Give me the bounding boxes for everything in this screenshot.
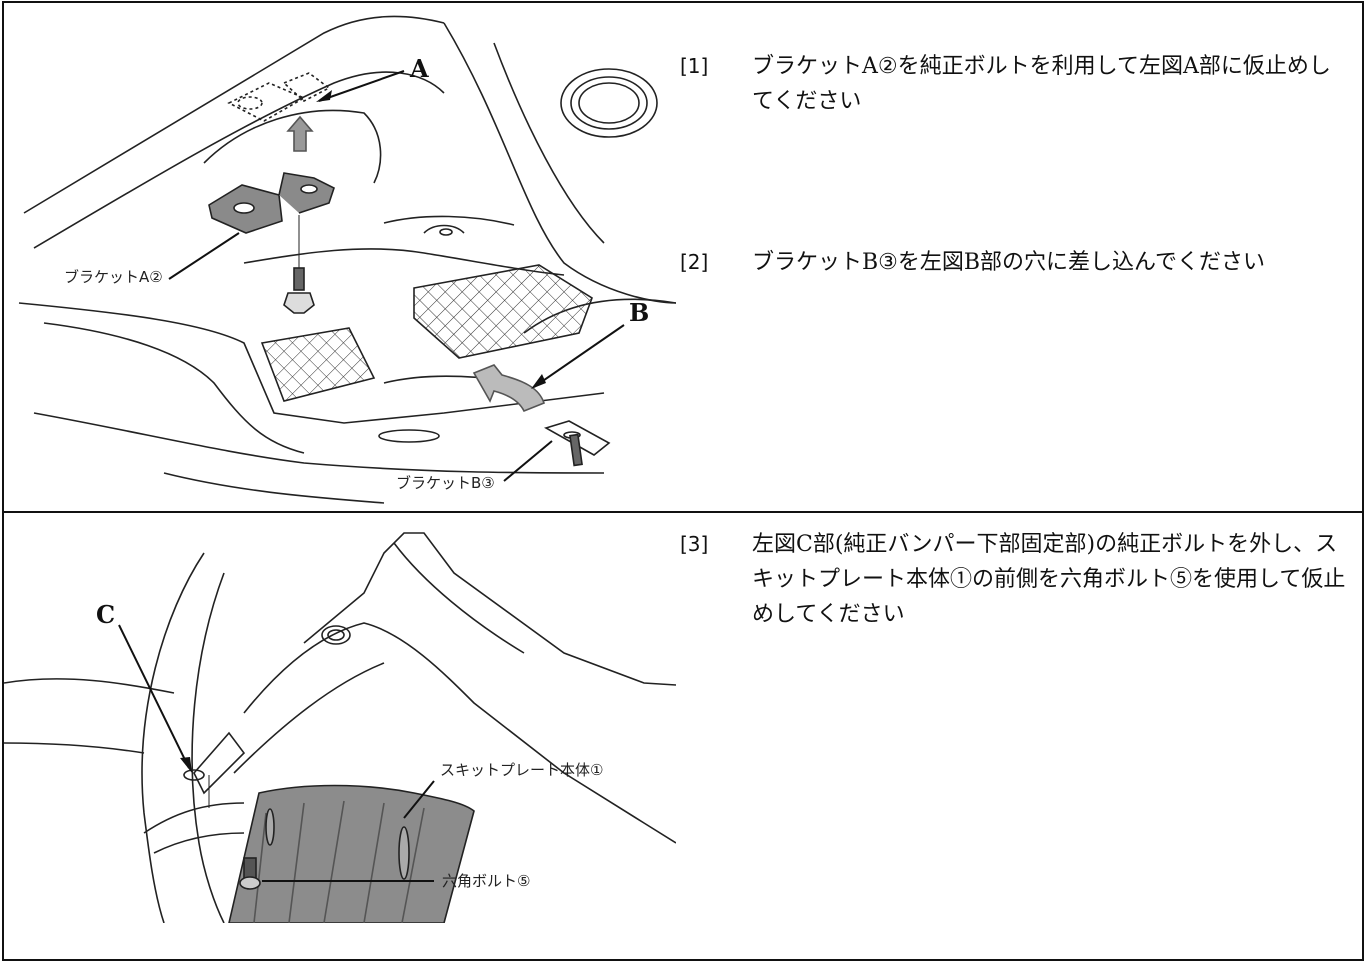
step-2: [2] ブラケットB③を左図B部の穴に差し込んでください	[680, 245, 1350, 280]
step-3: [3] 左図C部(純正バンパー下部固定部)の純正ボルトを外し、スキットプレート本…	[680, 527, 1350, 632]
step-number: [2]	[680, 250, 709, 274]
callout-b: B	[629, 298, 649, 327]
label-hex-bolt: 六角ボルト⑤	[442, 872, 530, 890]
label-bracket-b: ブラケットB③	[396, 474, 495, 492]
callout-a: A	[409, 54, 429, 83]
bracket-install-figure: A B ブラケットA② ブラケットB③	[18, 15, 676, 504]
step-panel-1-2: A B ブラケットA② ブラケットB③ [1] ブラケットA②を純正ボルトを利用…	[4, 3, 1362, 511]
step-number: [1]	[680, 54, 709, 78]
step-1: [1] ブラケットA②を純正ボルトを利用して左図A部に仮止めしてください	[680, 49, 1350, 119]
step-text: ブラケットB③を左図B部の穴に差し込んでください	[752, 250, 1265, 275]
callout-c: C	[96, 600, 115, 629]
section-divider	[4, 511, 1362, 513]
label-skid-plate: スキットプレート本体①	[440, 761, 603, 779]
step-number: [3]	[680, 532, 709, 556]
step-panel-3: C スキットプレート本体① 六角ボルト⑤ [3] 左図C部(純正バンパー下部固定…	[4, 513, 1362, 963]
skid-plate-figure: C スキットプレート本体① 六角ボルト⑤	[4, 532, 676, 923]
step-text: ブラケットA②を純正ボルトを利用して左図A部に仮止めしてください	[752, 54, 1331, 114]
label-bracket-a: ブラケットA②	[64, 268, 163, 286]
step-text: 左図C部(純正バンパー下部固定部)の純正ボルトを外し、スキットプレート本体①の前…	[752, 532, 1346, 627]
